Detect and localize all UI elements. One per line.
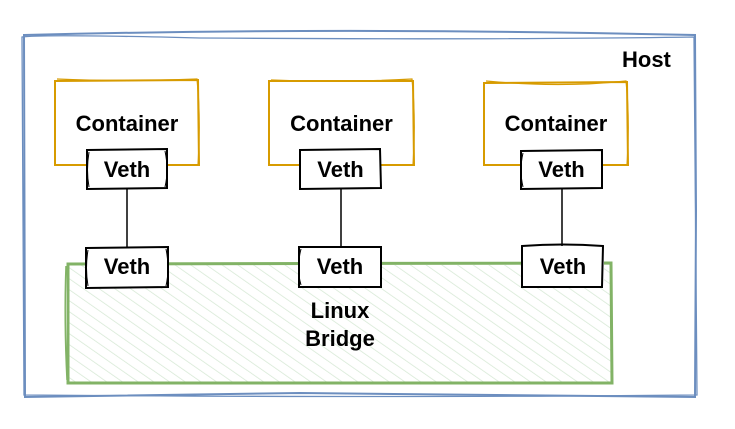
veth-box-b1 [85, 245, 169, 290]
veth-box-c1 [86, 147, 168, 191]
container-box-1 [54, 78, 201, 166]
veth-label-b3: Veth [539, 254, 587, 279]
container-box-3 [483, 80, 630, 166]
container-label-3: Container [504, 111, 608, 136]
bridge-label: Linux Bridge [290, 297, 390, 353]
veth-label-b2: Veth [316, 254, 364, 279]
veth-label-b1: Veth [103, 254, 151, 279]
container-label-1: Container [75, 111, 179, 136]
veth-label-c1: Veth [103, 157, 151, 182]
bridge-label-line1: Linux [310, 298, 370, 323]
host-box [21, 29, 698, 399]
host-label: Host [622, 47, 671, 72]
container-label-2: Container [290, 111, 393, 136]
veth-label-c2: Veth [317, 157, 364, 182]
container-box-2 [268, 78, 416, 166]
bridge-label-line2: Bridge [305, 326, 375, 351]
veth-label-c3: Veth [538, 157, 585, 182]
veth-box-b2 [298, 246, 382, 288]
veth-box-c3 [520, 148, 603, 191]
veth-box-c2 [299, 147, 383, 191]
veth-box-b3 [521, 243, 605, 288]
